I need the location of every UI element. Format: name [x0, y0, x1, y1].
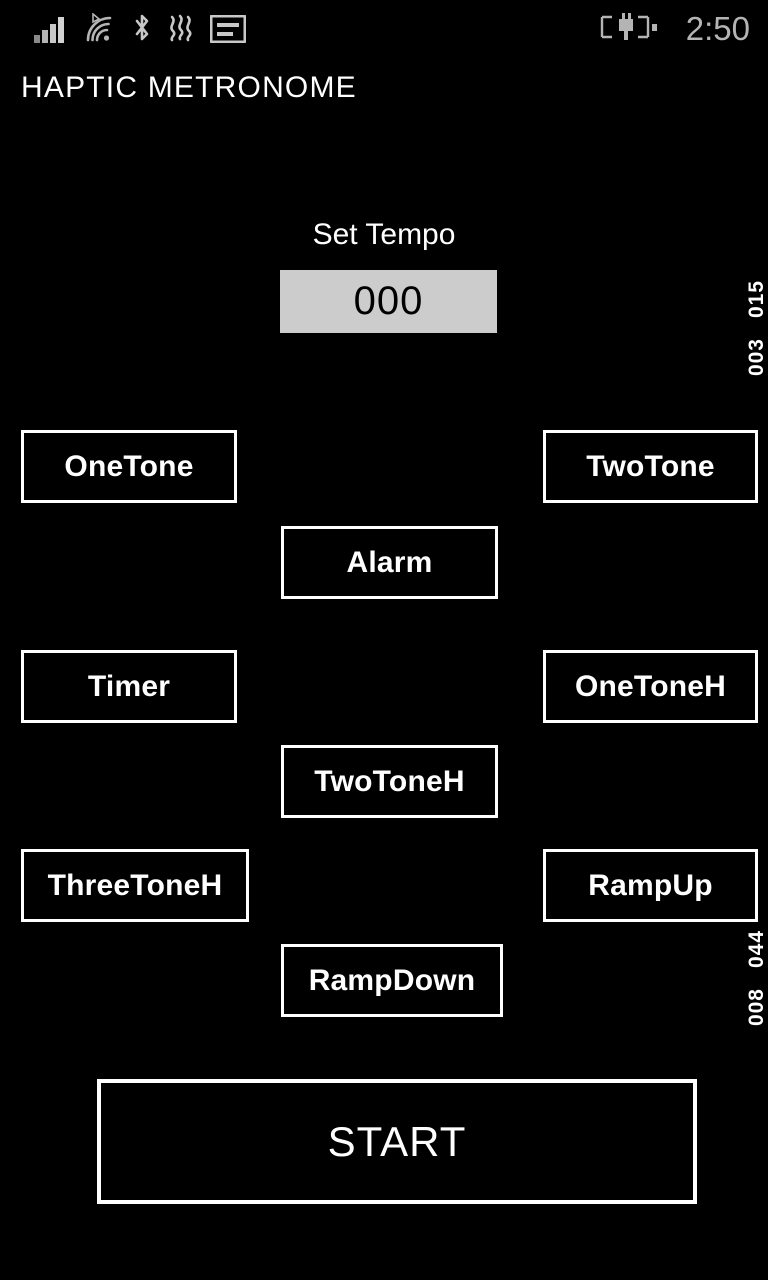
edge-marker-003: 003	[745, 338, 768, 377]
mode-button-onetoneh[interactable]: OneToneH	[543, 650, 758, 723]
mode-button-twotoneh[interactable]: TwoToneH	[281, 745, 498, 818]
set-tempo-label: Set Tempo	[312, 218, 456, 251]
start-button[interactable]: START	[97, 1079, 697, 1204]
status-bar-left-icons	[34, 10, 247, 48]
status-bar-right-group: 2:50	[598, 8, 750, 50]
mode-button-twotone[interactable]: TwoTone	[543, 430, 758, 503]
bluetooth-icon	[132, 13, 152, 48]
vibrate-icon	[166, 13, 196, 48]
mode-button-rampdown[interactable]: RampDown	[281, 944, 503, 1017]
mode-button-threetoneh[interactable]: ThreeToneH	[21, 849, 249, 922]
mode-button-alarm[interactable]: Alarm	[281, 526, 498, 599]
status-bar-clock: 2:50	[685, 10, 750, 47]
mode-button-rampup[interactable]: RampUp	[543, 849, 758, 922]
mode-button-timer[interactable]: Timer	[21, 650, 237, 723]
status-bar: 2:50	[0, 0, 768, 58]
wifi-icon	[84, 12, 118, 48]
edge-marker-015: 015	[745, 280, 768, 319]
edge-marker-044: 044	[745, 930, 768, 969]
sim-card-icon	[209, 14, 247, 48]
cellular-signal-icon	[34, 15, 70, 48]
edge-marker-008: 008	[745, 988, 768, 1027]
mode-button-onetone[interactable]: OneTone	[21, 430, 237, 503]
page-title: HAPTIC METRONOME	[21, 71, 357, 104]
tempo-input[interactable]	[280, 270, 497, 333]
battery-charging-icon	[598, 12, 660, 47]
